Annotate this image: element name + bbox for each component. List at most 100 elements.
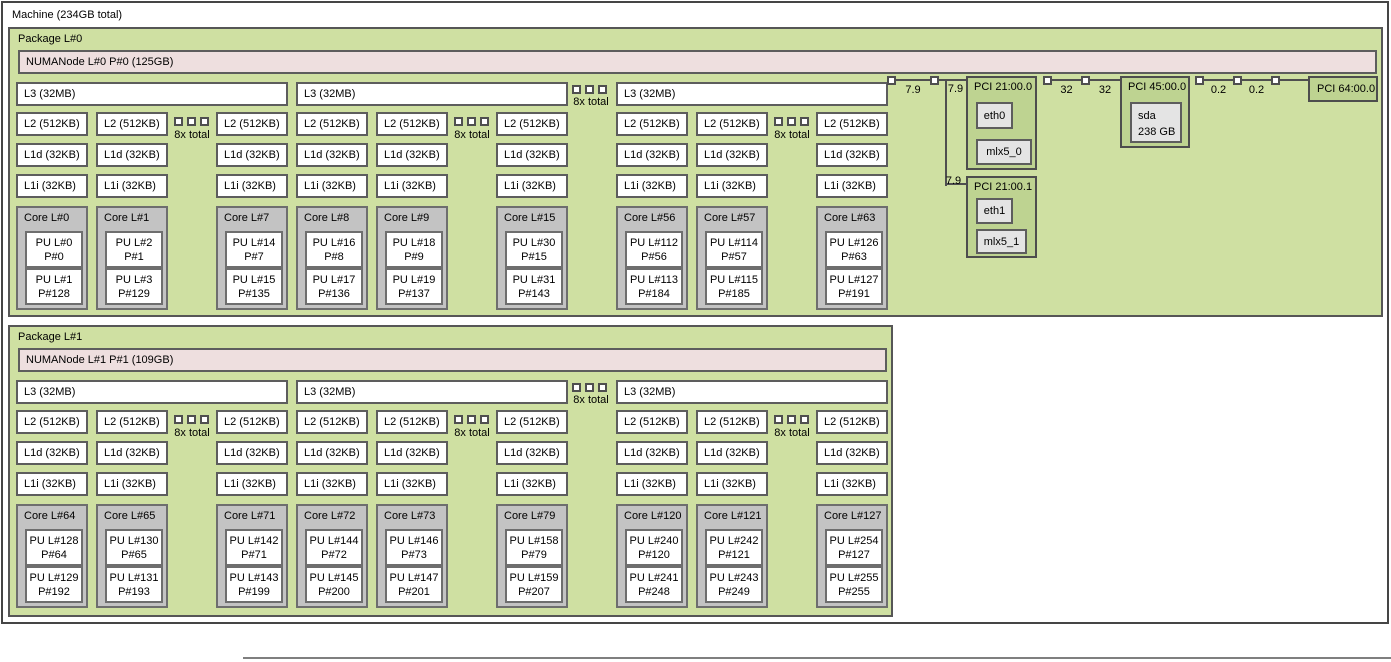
l1i-cache-box: L1i (32KB) <box>16 174 88 198</box>
pu-physical-label: P#56 <box>641 251 667 263</box>
pu-logical-label: PU L#159 <box>509 572 559 584</box>
pu-logical-label: PU L#242 <box>709 535 759 547</box>
pu-logical-label: PU L#126 <box>829 237 879 249</box>
pu-logical-label: PU L#18 <box>392 237 436 249</box>
l2-cache-box: L2 (512KB) <box>296 112 368 136</box>
l1i-cache-box: L1i (32KB) <box>696 174 768 198</box>
l2-cache-box: L2 (512KB) <box>816 410 888 434</box>
l2-cache-box: L2 (512KB) <box>16 410 88 434</box>
l1d-cache-box: L1d (32KB) <box>496 441 568 465</box>
link-speed-label: 7.9 <box>947 83 964 95</box>
package-label: Package L#0 <box>18 33 83 45</box>
cache-ellipsis-label: 8x total <box>774 129 810 141</box>
l1i-cache-box: L1i (32KB) <box>96 472 168 496</box>
pu-physical-label: P#71 <box>241 549 267 561</box>
core-label: Core L#63 <box>824 212 876 224</box>
l1d-cache-box: L1d (32KB) <box>696 143 768 167</box>
pu-physical-label: P#7 <box>244 251 264 263</box>
pu-physical-label: P#191 <box>838 288 870 300</box>
pu-logical-label: PU L#146 <box>389 535 439 547</box>
l1i-cache-box: L1i (32KB) <box>16 472 88 496</box>
pu-logical-label: PU L#130 <box>109 535 159 547</box>
cache-ellipsis-label: 8x total <box>174 129 210 141</box>
cache-ellipsis-label: 8x total <box>454 427 490 439</box>
pu-physical-label: P#249 <box>718 586 750 598</box>
cache-ellipsis-square <box>598 383 607 392</box>
core-label: Core L#9 <box>384 212 430 224</box>
l2-cache-box: L2 (512KB) <box>376 410 448 434</box>
l1i-cache-box: L1i (32KB) <box>376 472 448 496</box>
pu-physical-label: P#137 <box>398 288 430 300</box>
l1i-cache-box: L1i (32KB) <box>696 472 768 496</box>
machine-label: Machine (234GB total) <box>12 9 123 21</box>
pu-physical-label: P#0 <box>44 251 64 263</box>
pu-logical-label: PU L#15 <box>232 274 276 286</box>
pu-logical-label: PU L#0 <box>35 237 73 249</box>
cache-ellipsis-square <box>598 85 607 94</box>
pu-logical-label: PU L#3 <box>115 274 153 286</box>
l1i-cache-box: L1i (32KB) <box>616 174 688 198</box>
l2-cache-box: L2 (512KB) <box>96 112 168 136</box>
pci-link-line <box>896 79 930 81</box>
pu-logical-label: PU L#112 <box>629 237 679 249</box>
core-label: Core L#0 <box>24 212 70 224</box>
cache-ellipsis-square <box>572 85 581 94</box>
pu-logical-label: PU L#113 <box>629 274 679 286</box>
core-label: Core L#7 <box>224 212 270 224</box>
pu-logical-label: PU L#1 <box>35 274 73 286</box>
pci-bridge-label: PCI 45:00.0 <box>1128 81 1187 93</box>
l1d-cache-box: L1d (32KB) <box>16 143 88 167</box>
pu-physical-label: P#63 <box>841 251 867 263</box>
l2-cache-box: L2 (512KB) <box>16 112 88 136</box>
bridge-connector-square <box>1081 76 1090 85</box>
l2-cache-box: L2 (512KB) <box>96 410 168 434</box>
l3-cache-box: L3 (32MB) <box>616 380 888 404</box>
l2-cache-box: L2 (512KB) <box>696 410 768 434</box>
cache-ellipsis-label: 8x total <box>573 394 609 406</box>
pci-bridge-box: PCI 64:00.0 <box>1308 76 1378 102</box>
l1d-cache-box: L1d (32KB) <box>216 143 288 167</box>
pu-logical-label: PU L#128 <box>29 535 79 547</box>
core-label: Core L#71 <box>224 510 276 522</box>
l1i-cache-box: L1i (32KB) <box>816 472 888 496</box>
l1i-cache-box: L1i (32KB) <box>616 472 688 496</box>
block-device-size: 238 GB <box>1138 126 1176 138</box>
pci-bridge-label: PCI 21:00.1 <box>974 181 1033 193</box>
cache-ellipsis-square <box>454 117 463 126</box>
link-speed-label: 0.2 <box>1248 84 1265 96</box>
core-label: Core L#8 <box>304 212 350 224</box>
pu-physical-label: P#135 <box>238 288 270 300</box>
link-speed-label: 7.9 <box>905 84 921 96</box>
l1i-cache-box: L1i (32KB) <box>296 472 368 496</box>
l1d-cache-box: L1d (32KB) <box>376 143 448 167</box>
l3-cache-box: L3 (32MB) <box>296 380 568 404</box>
cache-ellipsis-square <box>774 415 783 424</box>
l1d-cache-box: L1d (32KB) <box>696 441 768 465</box>
l1d-cache-box: L1d (32KB) <box>496 143 568 167</box>
cache-ellipsis-label: 8x total <box>774 427 810 439</box>
bottom-divider <box>243 657 1391 659</box>
core-label: Core L#127 <box>824 510 882 522</box>
numanode-label: NUMANode L#0 P#0 (125GB) <box>26 56 174 68</box>
l2-cache-box: L2 (512KB) <box>296 410 368 434</box>
bridge-connector-square <box>887 76 896 85</box>
